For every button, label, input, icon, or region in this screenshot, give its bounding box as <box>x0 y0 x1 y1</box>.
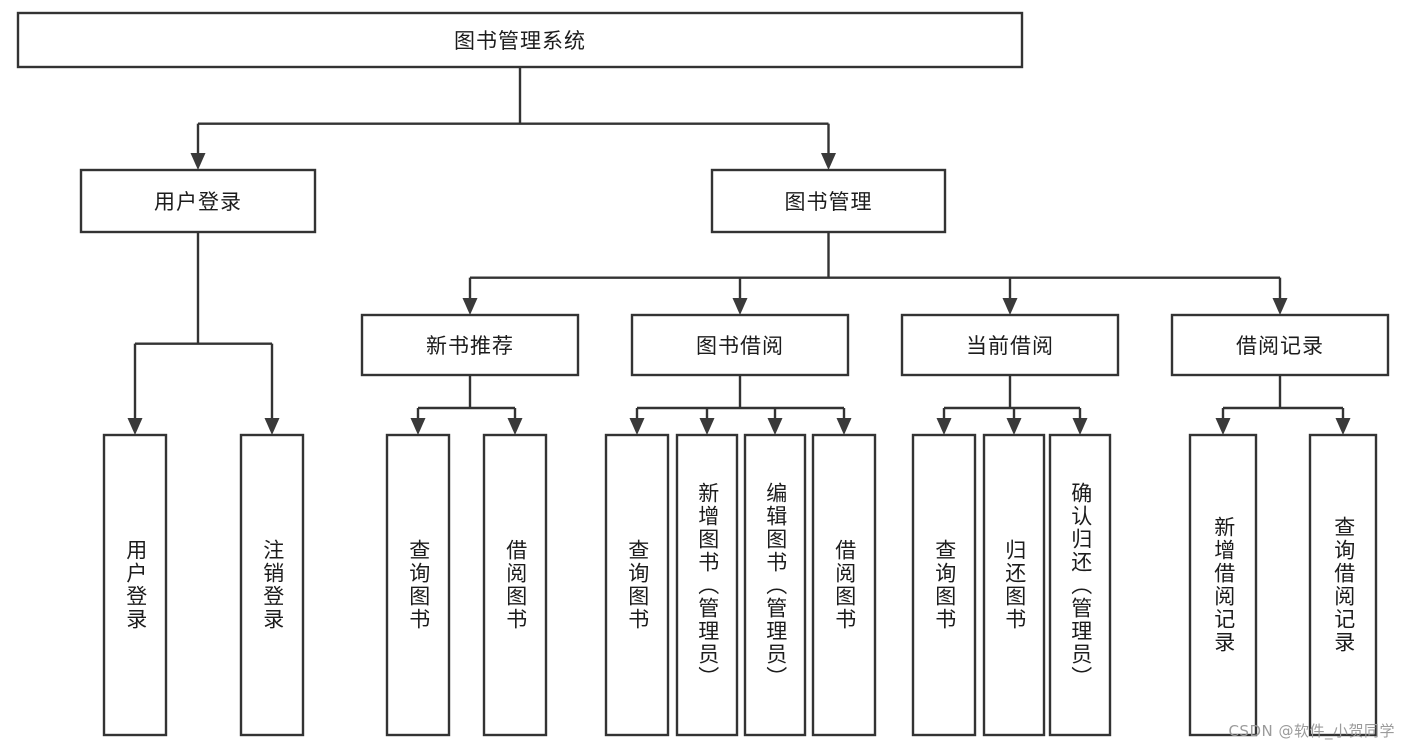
arrow-head-icon <box>1272 298 1288 315</box>
arrow-head-icon <box>264 418 280 435</box>
node-box-root[interactable] <box>16 11 1024 69</box>
connector-group <box>936 375 1088 435</box>
arrow-head-icon <box>1335 418 1351 435</box>
arrow-head-icon <box>821 153 836 170</box>
node-box-leaf-edit-book[interactable] <box>743 433 807 737</box>
node-box-leaf-user-login[interactable] <box>102 433 168 737</box>
connector-group <box>629 375 852 435</box>
node-box-book-borrow[interactable] <box>630 313 850 377</box>
arrow-head-icon <box>699 418 715 435</box>
connector-group <box>1215 375 1351 435</box>
node-box-borrow-record[interactable] <box>1170 313 1390 377</box>
arrow-head-icon <box>127 418 143 435</box>
arrow-head-icon <box>836 418 852 435</box>
node-box-book-manage[interactable] <box>710 168 947 234</box>
node-box-current-borrow[interactable] <box>900 313 1120 377</box>
node-box-user-login[interactable] <box>79 168 317 234</box>
arrow-head-icon <box>507 418 523 435</box>
arrow-head-icon <box>936 418 952 435</box>
connector-group <box>190 67 836 170</box>
arrow-head-icon <box>767 418 783 435</box>
csdn-watermark: CSDN @软件_小贺同学 <box>1228 722 1395 740</box>
connector-group <box>410 375 523 435</box>
arrow-head-icon <box>629 418 645 435</box>
arrow-head-icon <box>190 153 206 170</box>
node-box-leaf-query-book-3[interactable] <box>911 433 977 737</box>
node-box-leaf-query-book-1[interactable] <box>385 433 451 737</box>
arrow-head-icon <box>410 418 426 435</box>
node-box-leaf-return-book[interactable] <box>982 433 1046 737</box>
arrow-head-icon <box>1215 418 1231 435</box>
node-box-leaf-borrow-book-1[interactable] <box>482 433 548 737</box>
node-box-leaf-query-book-2[interactable] <box>604 433 670 737</box>
connector-group <box>462 232 1288 315</box>
node-box-new-book-rec[interactable] <box>360 313 580 377</box>
node-box-leaf-borrow-book-2[interactable] <box>811 433 877 737</box>
node-box-leaf-logout[interactable] <box>239 433 305 737</box>
arrow-head-icon <box>1072 418 1088 435</box>
node-box-leaf-query-record[interactable] <box>1308 433 1378 737</box>
arrow-head-icon <box>1006 418 1022 435</box>
node-box-leaf-add-record[interactable] <box>1188 433 1258 737</box>
arrow-head-icon <box>732 298 748 315</box>
arrow-head-icon <box>1002 298 1018 315</box>
node-box-leaf-confirm-return[interactable] <box>1048 433 1112 737</box>
connector-group <box>127 232 280 435</box>
node-box-leaf-add-book[interactable] <box>675 433 739 737</box>
arrow-head-icon <box>462 298 478 315</box>
